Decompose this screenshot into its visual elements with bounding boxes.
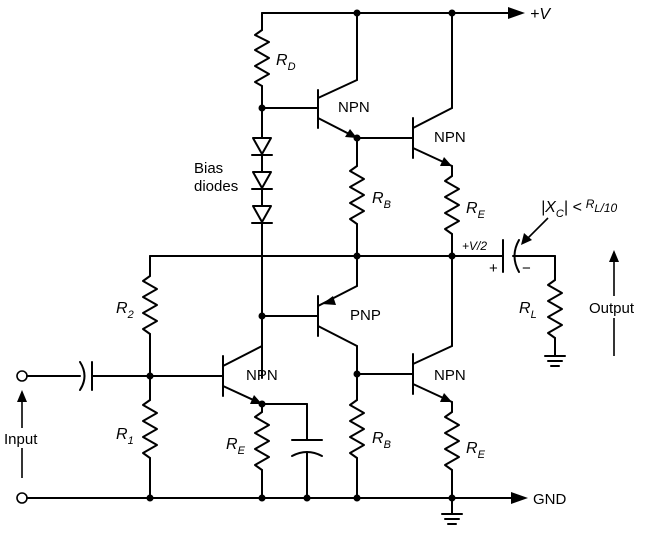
ground-rail: GND (16, 491, 567, 508)
diode-3 (251, 205, 273, 224)
transistor-pnp (261, 255, 358, 401)
rb-top-label: RB (372, 190, 391, 211)
input-terminal-top (16, 370, 28, 382)
re-top-label: RE (466, 200, 486, 221)
resistor-re-input (254, 411, 270, 471)
bias-diodes-label-1: Bias (194, 160, 223, 177)
npn-input-label: NPN (246, 367, 278, 384)
ground-label: GND (533, 491, 567, 508)
re-bottom-label: RE (466, 440, 486, 461)
r1-label: R1 (116, 426, 134, 447)
npn-bottom-right-label: NPN (434, 367, 466, 384)
bias-diodes-label-2: diodes (194, 178, 238, 195)
rb-bottom-label: RB (372, 430, 391, 451)
transistor-npn-top-right (412, 12, 453, 167)
xc-condition: |XC| <RL/10 (521, 197, 618, 245)
output-label: Output (589, 300, 635, 317)
diode-2 (251, 171, 273, 190)
ground-symbol-rl (544, 355, 566, 367)
resistor-re-bottom (444, 411, 460, 471)
resistor-r2 (142, 275, 158, 335)
rd-label: RD (276, 52, 296, 73)
bias-chain (251, 12, 319, 379)
input-arrow: Input (2, 390, 46, 478)
input-label: Input (4, 431, 38, 448)
supply-label: +V (530, 6, 551, 23)
resistor-rd (254, 29, 270, 87)
cap-plus-sign: + (489, 260, 498, 277)
transistor-npn-input (222, 329, 263, 405)
r2-label: R2 (116, 300, 134, 321)
npn-top-left-label: NPN (338, 99, 370, 116)
cap-minus-sign: − (522, 260, 531, 277)
midpoint-label: +V/2 (462, 239, 487, 253)
svg-text:|XC| <RL/10: |XC| <RL/10 (541, 197, 618, 220)
diode-1 (251, 137, 273, 156)
resistor-rl (547, 279, 563, 339)
transistor-npn-top-left (317, 12, 358, 139)
resistor-rb-bottom (349, 399, 365, 459)
pnp-label: PNP (350, 307, 381, 324)
input-terminal-bottom (16, 492, 28, 504)
resistor-re-top (444, 175, 460, 235)
ground-symbol-main (441, 513, 463, 525)
re-input-label: RE (226, 436, 246, 457)
resistor-rb-top (349, 165, 365, 225)
rl-label: RL (519, 300, 537, 321)
supply-rail: +V (261, 6, 551, 23)
resistor-r1 (142, 399, 158, 459)
output-arrow: Output (588, 250, 644, 356)
npn-top-right-label: NPN (434, 129, 466, 146)
transistor-npn-bottom-right (412, 255, 453, 403)
